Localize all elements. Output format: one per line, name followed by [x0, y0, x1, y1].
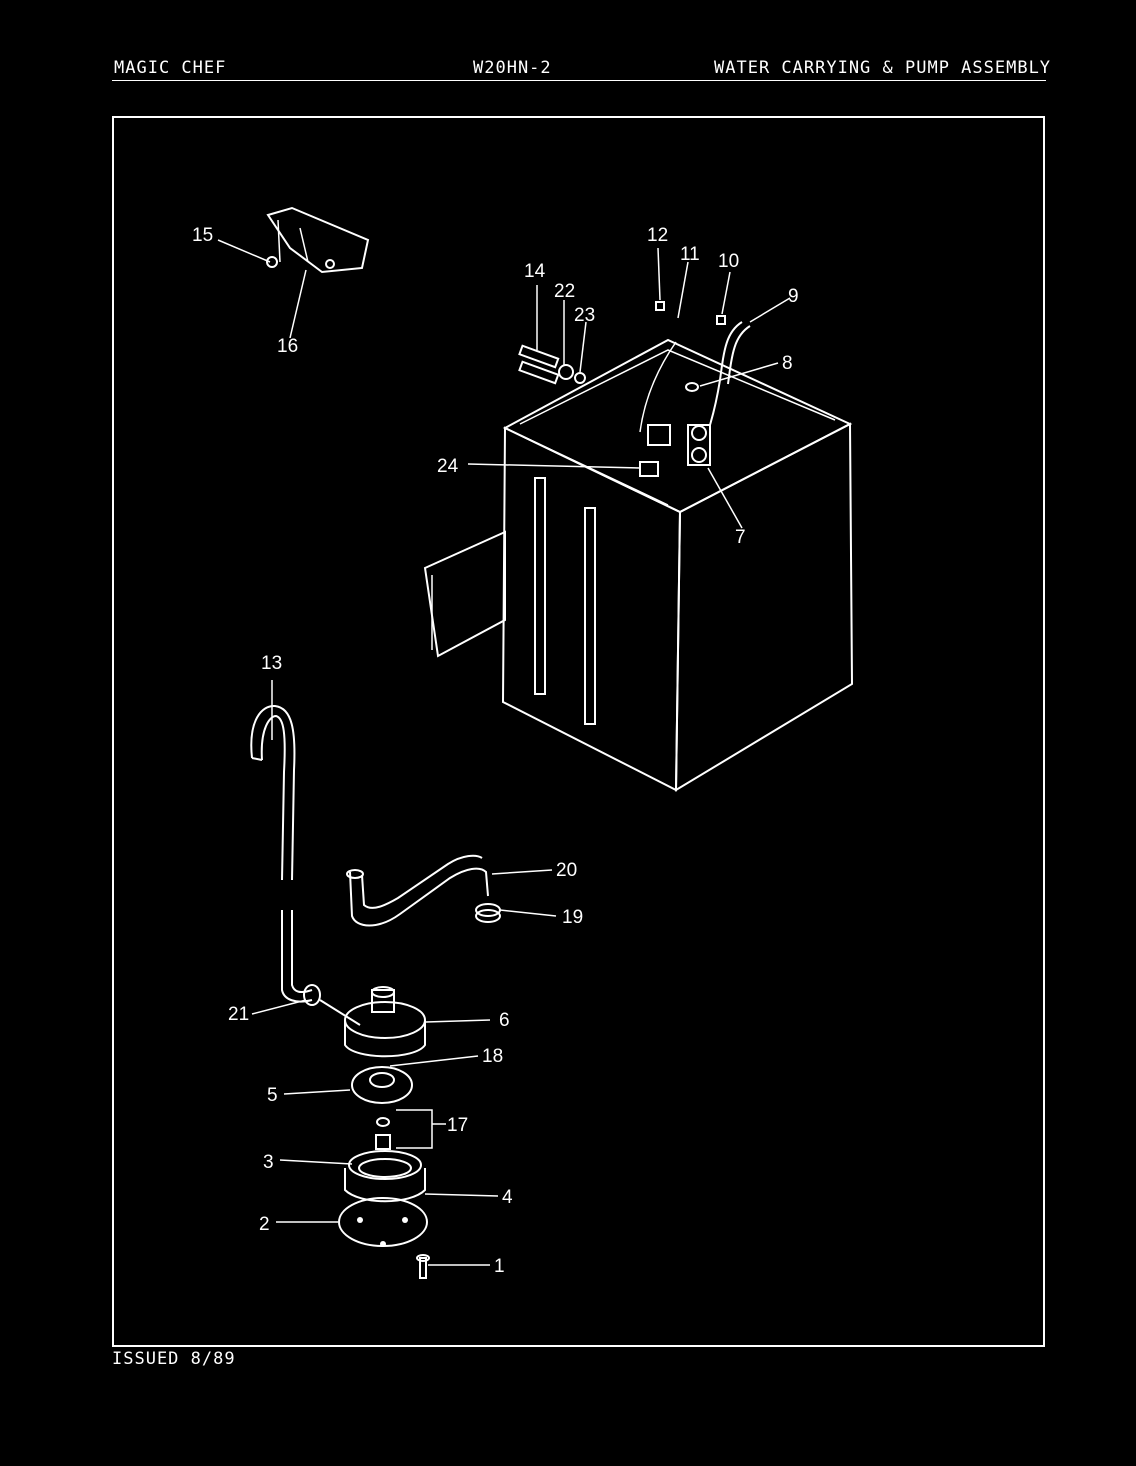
issued-date: ISSUED 8/89: [112, 1349, 236, 1369]
callout-14: 14: [524, 261, 546, 282]
drain-hose-drawing: [250, 704, 313, 1003]
callout-9: 9: [788, 286, 799, 307]
callout-18: 18: [482, 1046, 503, 1067]
callout-1: 1: [494, 1256, 505, 1277]
callout-3: 3: [263, 1152, 274, 1173]
header-rule: [112, 80, 1046, 81]
callout-8: 8: [782, 353, 793, 374]
callout-23: 23: [574, 305, 595, 326]
callout-20: 20: [556, 860, 577, 881]
callout-15: 15: [192, 225, 213, 246]
callout-4: 4: [502, 1187, 513, 1208]
header-section: WATER CARRYING & PUMP ASSEMBLY: [714, 58, 1052, 78]
pump-assembly-drawing: [303, 984, 430, 1279]
cabinet-drawing: [423, 301, 854, 792]
bracket-drawing: [266, 206, 370, 274]
inlet-fittings-drawing: [518, 344, 586, 385]
callout-17: 17: [447, 1115, 468, 1136]
pump-hose-drawing: [346, 854, 501, 927]
callout-16: 16: [277, 336, 298, 357]
header-model: W20HN-2: [473, 58, 552, 78]
leader-lines: [217, 239, 791, 1266]
header-brand: MAGIC CHEF: [114, 58, 227, 78]
callout-6: 6: [499, 1010, 510, 1031]
callout-24: 24: [437, 456, 459, 477]
callout-19: 19: [562, 907, 583, 928]
callout-22: 22: [554, 281, 575, 302]
callout-21: 21: [228, 1004, 249, 1025]
callout-13: 13: [261, 653, 282, 674]
callout-7: 7: [735, 527, 746, 548]
callout-5: 5: [267, 1085, 278, 1106]
callout-12: 12: [647, 225, 668, 246]
callout-2: 2: [259, 1214, 270, 1235]
diagram-frame: [112, 116, 1045, 1347]
callout-10: 10: [718, 251, 739, 272]
callout-labels: 1 2 3 4 5 6 7 8 9 10 11 12 13 14 15 16 1…: [192, 225, 799, 1277]
callout-11: 11: [680, 244, 700, 265]
